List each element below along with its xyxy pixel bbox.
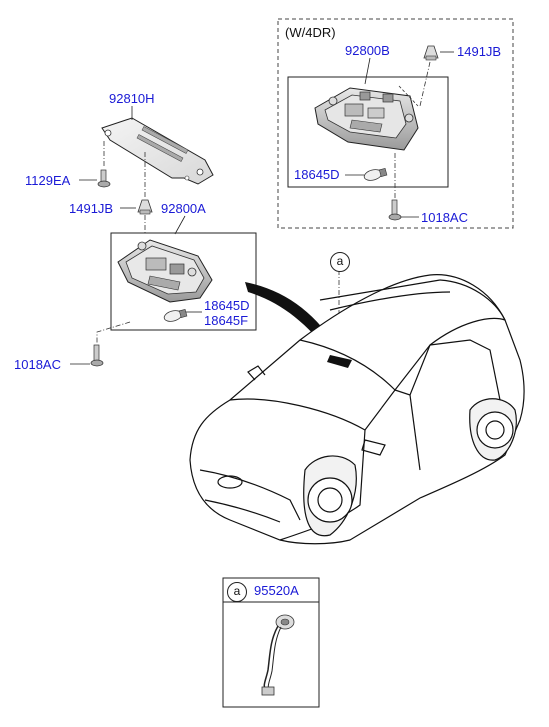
part-label-1129ea[interactable]: 1129EA	[25, 173, 71, 188]
part-label-18645d-rear[interactable]: 18645D	[294, 167, 340, 182]
part-label-1491jb-front[interactable]: 1491JB	[69, 201, 114, 216]
harness-drawing	[261, 614, 295, 696]
bulb-front-drawing	[163, 308, 188, 322]
part-label-92800b[interactable]: 92800B	[345, 43, 390, 58]
part-label-92800a[interactable]: 92800A	[161, 201, 206, 216]
w4dr-dashed-box	[277, 18, 514, 229]
variant-label: (W/4DR)	[285, 25, 336, 40]
roof-lamp-location	[327, 355, 352, 368]
part-label-92810h[interactable]: 92810H	[109, 91, 155, 106]
callout-bubble-car[interactable]: a	[330, 252, 350, 272]
part-label-1018ac-rear[interactable]: 1018AC	[421, 210, 468, 225]
clip-front-drawing	[137, 199, 153, 215]
part-label-95520a[interactable]: 95520A	[254, 583, 299, 598]
bulb-rear-drawing	[363, 167, 388, 181]
car-drawing	[189, 274, 525, 545]
screw-front-drawing	[90, 344, 104, 367]
screw-rear-drawing	[388, 199, 402, 221]
part-label-1018ac-front[interactable]: 1018AC	[14, 357, 61, 372]
room-lamp-rear-drawing	[314, 87, 419, 151]
callout-bubble-harness[interactable]: a	[227, 582, 247, 602]
screw-bracket-drawing	[97, 169, 111, 188]
part-label-18645d-front[interactable]: 18645D	[204, 298, 250, 313]
room-lamp-front-drawing	[117, 239, 213, 303]
clip-rear-drawing	[423, 45, 439, 61]
bracket-drawing	[101, 117, 214, 185]
part-label-1491jb-rear[interactable]: 1491JB	[457, 44, 502, 59]
part-label-18645f-front[interactable]: 18645F	[204, 313, 249, 328]
